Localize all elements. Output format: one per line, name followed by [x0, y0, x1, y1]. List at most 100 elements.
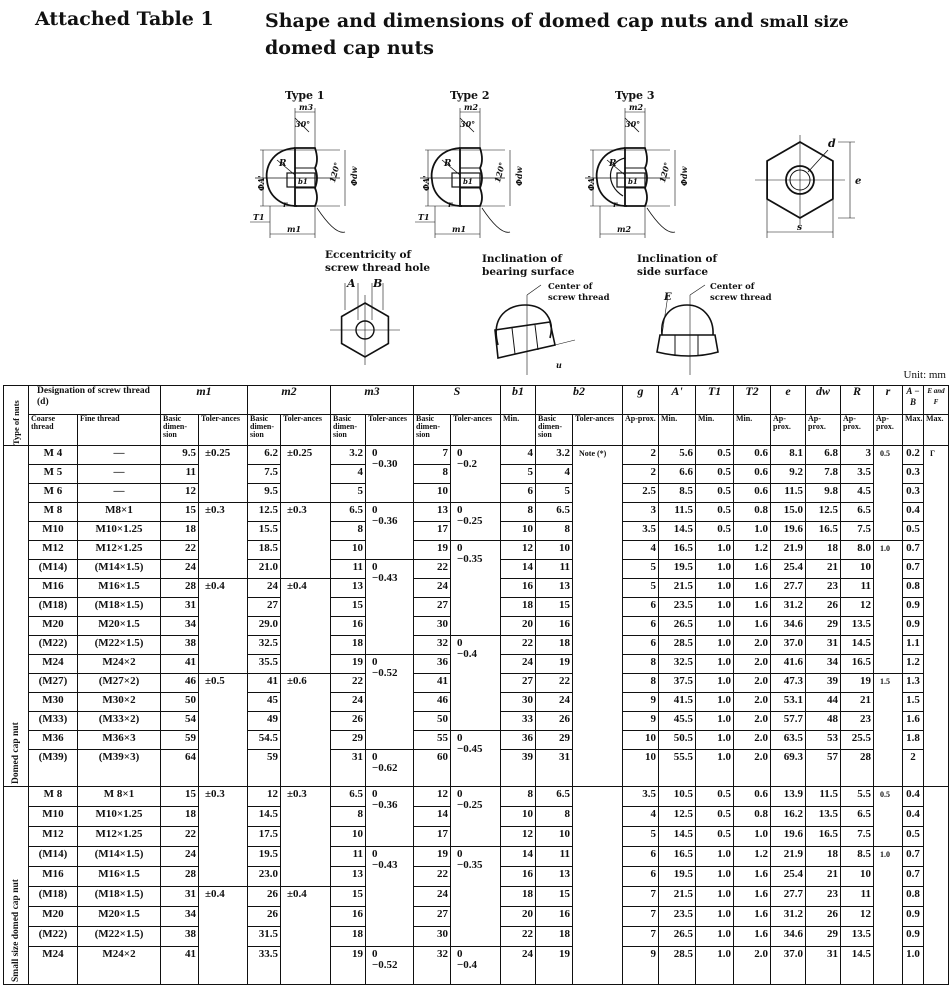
cell-dw: 39	[805, 673, 841, 693]
cell-m1: 24	[160, 846, 199, 867]
cell-a-minus-b: 0.2	[902, 445, 924, 465]
cell-b1: 33	[500, 711, 536, 731]
cell-t1: 0.5	[695, 786, 734, 807]
cell-s: 32	[413, 946, 451, 985]
header-t1: T1	[695, 385, 734, 415]
cell-b1: 30	[500, 692, 536, 712]
cell-b1: 22	[500, 926, 536, 947]
header-m2-basic: Basic dimen-sion	[247, 414, 281, 446]
hex-body	[459, 147, 483, 207]
cell-t2: 0.8	[733, 502, 771, 522]
cell-t2: 1.6	[733, 866, 771, 887]
dim-m1-label: m1	[287, 224, 301, 234]
thread-bore	[616, 172, 646, 188]
center-label-line2: screw thread	[548, 293, 610, 303]
cell-s: 7	[413, 445, 451, 465]
cell-b1: 27	[500, 673, 536, 693]
cell-b2: 10	[535, 826, 573, 847]
cell-coarse: M24	[28, 946, 78, 985]
dome-outline	[595, 147, 628, 207]
cell-fine: —	[77, 483, 161, 503]
cell-a-minus-b: 0.4	[902, 806, 924, 827]
cell-s-tolerance: 0 −0.35	[450, 540, 501, 636]
header-e-and-f: E and F	[923, 385, 949, 415]
cell-b2: 18	[535, 635, 573, 655]
cell-m2: 49	[247, 711, 281, 731]
cell-b2: 4	[535, 464, 573, 484]
cell-t2: 1.0	[733, 826, 771, 847]
title-main: Shape and dimensions of domed cap nuts a…	[265, 10, 754, 32]
dome-outline	[430, 147, 463, 207]
header-r-upper-approx: Ap-prox.	[840, 414, 874, 446]
cell-t1: 1.0	[695, 926, 734, 947]
dim-a-prime-label: ΦA'	[256, 175, 266, 191]
cell-dw: 26	[805, 906, 841, 927]
cell-s: 30	[413, 616, 451, 636]
cell-e: 27.7	[770, 578, 806, 598]
cell-g: 3	[622, 502, 659, 522]
cell-b2: 26	[535, 711, 573, 731]
cell-b2: 13	[535, 866, 573, 887]
cell-coarse: M 4	[28, 445, 78, 465]
cell-t1: 1.0	[695, 559, 734, 579]
header-g-approx: Ap-prox.	[622, 414, 659, 446]
cell-b2-tolerance: Note (*)	[572, 445, 623, 787]
cell-t2: 2.0	[733, 673, 771, 693]
bearing-title-line1: Inclination of	[482, 253, 563, 265]
cell-t2: 1.0	[733, 521, 771, 541]
cell-t2: 0.6	[733, 464, 771, 484]
cell-b2-tolerance	[572, 786, 623, 985]
cell-a-minus-b: 0.9	[902, 597, 924, 617]
cell-m2: 6.2	[247, 445, 281, 465]
cell-a-minus-b: 1.6	[902, 711, 924, 731]
cell-s: 10	[413, 483, 451, 503]
header-ab-max: Max.	[902, 414, 924, 446]
cell-g: 5	[622, 826, 659, 847]
cell-e: 63.5	[770, 730, 806, 750]
header-m2-tol: Toler-ances	[280, 414, 331, 446]
cell-fine: M20×1.5	[77, 616, 161, 636]
header-m1: m1	[160, 385, 248, 415]
cell-fine: (M14×1.5)	[77, 559, 161, 579]
angle-30-line	[294, 117, 310, 133]
cell-fine: M16×1.5	[77, 866, 161, 887]
cell-g: 9	[622, 692, 659, 712]
cell-m1: 24	[160, 559, 199, 579]
cell-a-minus-b: 1.3	[902, 673, 924, 693]
cell-b1: 18	[500, 597, 536, 617]
cell-m2: 41	[247, 673, 281, 693]
cell-fine: M10×1.25	[77, 521, 161, 541]
radius-r-leader	[606, 159, 626, 176]
cell-dw: 23	[805, 886, 841, 907]
cell-g: 6	[622, 616, 659, 636]
type-label: Type 2	[450, 89, 490, 102]
header-r-lower: r	[873, 385, 903, 415]
cell-a-prime: 26.5	[658, 616, 696, 636]
radius-label: R	[278, 159, 287, 169]
cell-m1-tolerance: ±0.25	[198, 445, 248, 503]
cell-e: 57.7	[770, 711, 806, 731]
angle-120-arc	[316, 207, 346, 233]
cell-g: 7	[622, 926, 659, 947]
radius-r-leader	[276, 159, 296, 176]
cell-e: 13.9	[770, 786, 806, 807]
cell-coarse: M12	[28, 540, 78, 560]
header-s-tol: Toler-ances	[450, 414, 501, 446]
header-m3-basic: Basic dimen-sion	[330, 414, 366, 446]
cell-t2: 0.6	[733, 445, 771, 465]
cell-s: 19	[413, 540, 451, 560]
cell-t2: 0.6	[733, 483, 771, 503]
cell-m2: 18.5	[247, 540, 281, 560]
cell-g: 10	[622, 730, 659, 750]
cell-m3: 15	[330, 597, 366, 617]
cell-m3: 24	[330, 692, 366, 712]
cell-b1: 36	[500, 730, 536, 750]
type-label: Type 1	[285, 89, 325, 102]
cell-m1: 31	[160, 597, 199, 617]
cell-coarse: M20	[28, 616, 78, 636]
cell-r-upper: 19	[840, 673, 874, 693]
